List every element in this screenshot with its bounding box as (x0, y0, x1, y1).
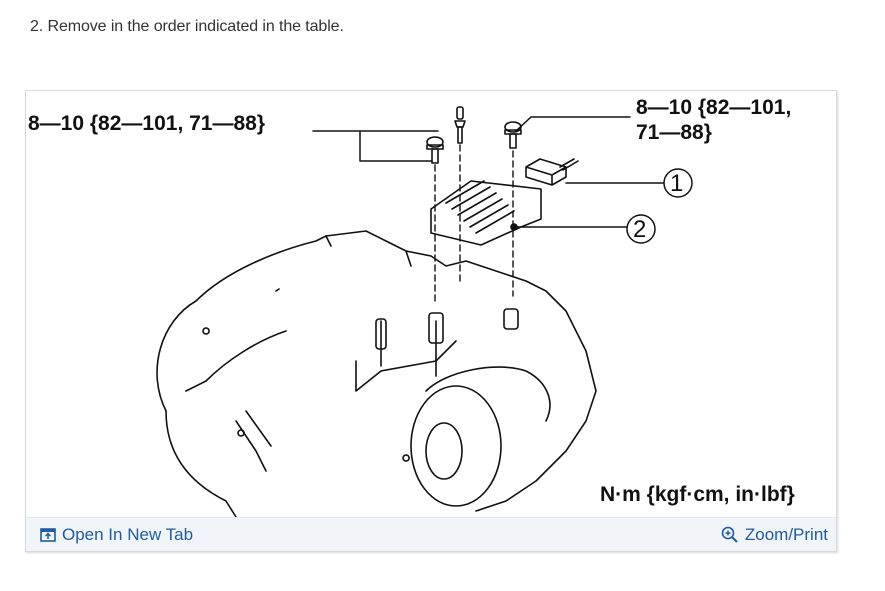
stud-bolt-icon (454, 106, 466, 144)
figure-footer: Open In New Tab Zoom/Print (26, 517, 836, 551)
zoom-print-label: Zoom/Print (744, 525, 828, 544)
zoom-print-link[interactable]: Zoom/Print (721, 525, 828, 545)
open-in-new-tab-link[interactable]: Open In New Tab (40, 525, 193, 545)
step-instruction: 2. Remove in the order indicated in the … (30, 18, 344, 35)
open-in-new-tab-label: Open In New Tab (62, 525, 194, 544)
engine-diagram: 8—10 {82—101, 71—88} 8—10 {82—101, 71—88… (26, 91, 836, 518)
open-in-new-tab-icon (40, 528, 56, 542)
units-label: N·m {kgf·cm, in·lbf} (600, 483, 795, 506)
callout-2: 2 (633, 216, 647, 243)
torque-label-right-line2: 71—88} (636, 121, 712, 144)
torque-label-left: 8—10 {82—101, 71—88} (28, 112, 265, 135)
zoom-in-magnifier-icon (721, 526, 739, 544)
callout-1: 1 (670, 170, 684, 197)
torque-label-right-line1: 8—10 {82—101, (636, 96, 792, 119)
torque-label-right: 8—10 {82—101, 71—88} (636, 95, 791, 145)
figure-container: 8—10 {82—101, 71—88} 8—10 {82—101, 71—88… (25, 90, 837, 552)
